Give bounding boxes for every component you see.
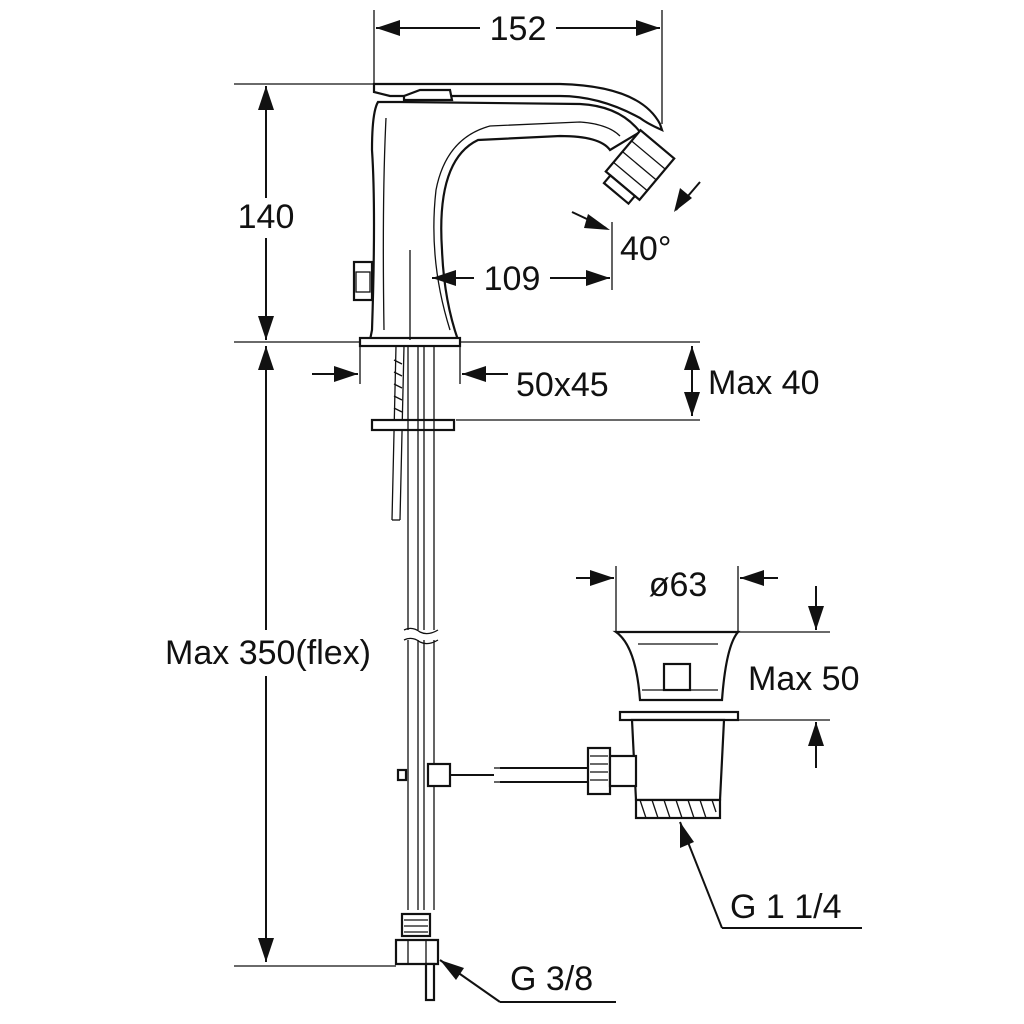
faucet-body xyxy=(352,82,676,1002)
dim-waste-thread-label: G 1 1/4 xyxy=(730,888,842,926)
dim-supply-thread-label: G 3/8 xyxy=(510,960,593,998)
dim-base-label: 50x45 xyxy=(516,366,609,404)
waste-drain xyxy=(586,630,741,820)
dimension-lines xyxy=(234,10,862,1003)
dim-hose-max-label: Max 350(flex) xyxy=(165,634,371,672)
dim-width-label: 152 xyxy=(490,10,547,48)
dim-waste-diameter-label: ø63 xyxy=(649,566,708,604)
dim-waste-max-label: Max 50 xyxy=(748,660,860,698)
dim-deck-max-label: Max 40 xyxy=(708,364,820,402)
dim-angle-label: 40° xyxy=(620,230,671,268)
dim-reach-label: 109 xyxy=(484,260,541,298)
dim-height-label: 140 xyxy=(238,198,295,236)
